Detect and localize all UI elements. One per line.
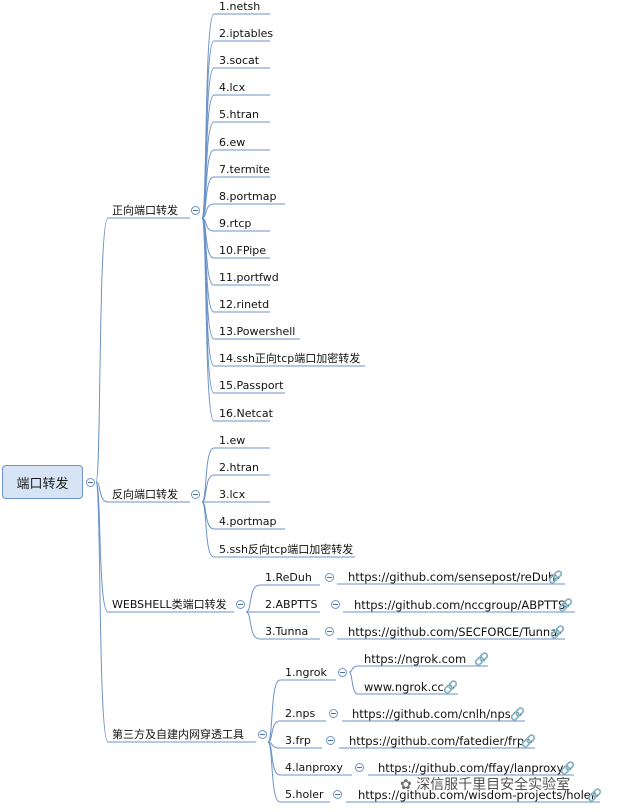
branch-leaf-connector (201, 203, 215, 219)
leaf-label[interactable]: 6.ew (219, 136, 246, 149)
leaf-link-connector (348, 671, 359, 695)
root-branch-connector (95, 481, 109, 503)
leaf-collapse-toggle[interactable] (331, 600, 340, 609)
link-url[interactable]: https://github.com/fatedier/frp (349, 734, 525, 748)
leaf-label[interactable]: 1.ReDuh (265, 571, 312, 584)
branch-leaf-connector (245, 611, 261, 640)
leaf-label[interactable]: 12.rinetd (219, 298, 270, 311)
root-branch-connector (95, 481, 109, 743)
link-url[interactable]: https://github.com/nccgroup/ABPTTS (354, 598, 566, 612)
hyperlink-chain-icon[interactable]: 🔗 (510, 707, 525, 721)
branch-label-webshell[interactable]: WEBSHELL类端口转发 (112, 598, 227, 611)
leaf-label[interactable]: 15.Passport (219, 379, 284, 392)
leaf-label[interactable]: 5.ssh反向tcp端口加密转发 (219, 543, 354, 556)
link-url[interactable]: https://github.com/wisdom-projects/holer (358, 788, 596, 802)
hyperlink-chain-icon[interactable]: 🔗 (548, 570, 563, 584)
leaf-label[interactable]: 5.holer (285, 788, 324, 801)
leaf-collapse-toggle[interactable] (355, 763, 364, 772)
branch-label-forward[interactable]: 正向端口转发 (112, 204, 178, 217)
leaf-link-connector (348, 665, 359, 673)
leaf-label[interactable]: 2.nps (285, 707, 316, 720)
leaf-label[interactable]: 14.ssh正向tcp端口加密转发 (219, 352, 361, 365)
branch-leaf-connector (201, 176, 215, 219)
root-collapse-toggle[interactable] (86, 478, 95, 487)
branch-collapse-toggle[interactable] (191, 206, 200, 215)
branch-leaf-connector (201, 474, 215, 503)
leaf-label[interactable]: 2.htran (219, 461, 260, 474)
hyperlink-chain-icon[interactable]: 🔗 (560, 761, 575, 775)
leaf-label[interactable]: 3.Tunna (265, 625, 309, 638)
leaf-label[interactable]: 3.socat (219, 54, 260, 67)
leaf-label[interactable]: 7.termite (219, 163, 270, 176)
leaf-label[interactable]: 11.portfwd (219, 271, 279, 284)
leaf-label[interactable]: 3.frp (285, 734, 311, 747)
branch-leaf-connector (267, 741, 281, 803)
watermark: ✿ 深信服千里目安全实验室 (400, 774, 570, 794)
branch-leaf-connector (267, 720, 281, 743)
leaf-label[interactable]: 4.lcx (219, 81, 246, 94)
branch-label-third-party[interactable]: 第三方及自建内网穿透工具 (112, 728, 244, 741)
link-url[interactable]: https://github.com/cnlh/nps (352, 707, 511, 721)
leaf-label[interactable]: 2.ABPTTS (265, 598, 318, 611)
leaf-collapse-toggle[interactable] (326, 736, 335, 745)
branch-leaf-connector (201, 501, 215, 558)
leaf-collapse-toggle[interactable] (333, 790, 342, 799)
link-url[interactable]: https://github.com/ffay/lanproxy (378, 761, 564, 775)
hyperlink-chain-icon[interactable]: 🔗 (550, 625, 565, 639)
branch-collapse-toggle[interactable] (191, 490, 200, 499)
hyperlink-chain-icon[interactable]: 🔗 (474, 652, 489, 666)
leaf-collapse-toggle[interactable] (329, 709, 338, 718)
leaf-label[interactable]: 9.rtcp (219, 217, 252, 230)
leaf-label[interactable]: 3.lcx (219, 488, 246, 501)
leaf-label[interactable]: 1.ew (219, 434, 246, 447)
leaf-label[interactable]: 1.ngrok (285, 666, 327, 679)
branch-leaf-connector (267, 679, 281, 743)
leaf-label[interactable]: 1.netsh (219, 0, 261, 13)
leaf-label[interactable]: 5.htran (219, 108, 260, 121)
leaf-collapse-toggle[interactable] (325, 627, 334, 636)
leaf-collapse-toggle[interactable] (325, 573, 334, 582)
hyperlink-chain-icon[interactable]: 🔗 (587, 788, 602, 802)
hyperlink-chain-icon[interactable]: 🔗 (521, 734, 536, 748)
branch-collapse-toggle[interactable] (258, 730, 267, 739)
link-url[interactable]: www.ngrok.cc (364, 680, 444, 694)
root-node[interactable]: 端口转发 (2, 465, 83, 499)
branch-leaf-connector (245, 584, 261, 613)
link-url[interactable]: https://ngrok.com (364, 652, 467, 666)
leaf-label[interactable]: 2.iptables (219, 27, 274, 40)
leaf-label[interactable]: 4.portmap (219, 515, 277, 528)
link-url[interactable]: https://github.com/SECFORCE/Tunna (348, 625, 558, 639)
leaf-label[interactable]: 4.lanproxy (285, 761, 343, 774)
leaf-label[interactable]: 8.portmap (219, 190, 277, 203)
branch-collapse-toggle[interactable] (236, 600, 245, 609)
hyperlink-chain-icon[interactable]: 🔗 (443, 680, 458, 694)
wechat-logo-icon: ✿ (400, 777, 412, 793)
leaf-label[interactable]: 16.Netcat (219, 407, 273, 420)
branch-leaf-connector (201, 217, 215, 422)
leaf-collapse-toggle[interactable] (338, 668, 347, 677)
link-url[interactable]: https://github.com/sensepost/reDuh (348, 570, 556, 584)
root-branch-connector (95, 217, 109, 483)
watermark-text: 深信服千里目安全实验室 (416, 777, 571, 793)
hyperlink-chain-icon[interactable]: 🔗 (558, 598, 573, 612)
leaf-label[interactable]: 13.Powershell (219, 325, 296, 338)
leaf-label[interactable]: 10.FPipe (219, 244, 267, 257)
root-node-label: 端口转发 (16, 476, 69, 492)
branch-label-reverse[interactable]: 反向端口转发 (112, 488, 178, 501)
